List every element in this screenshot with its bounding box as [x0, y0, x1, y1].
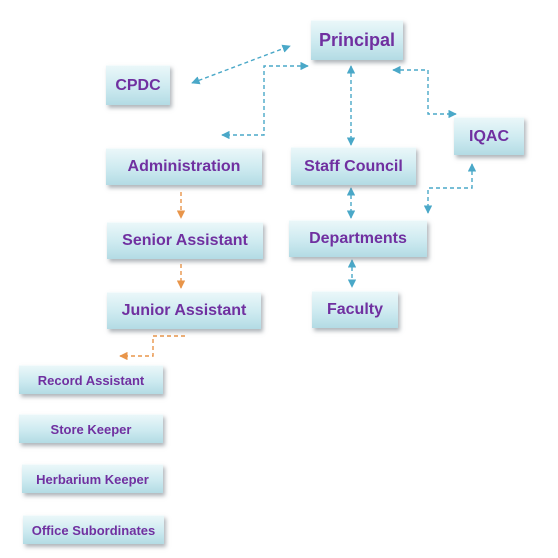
herbarium-keeper-box[interactable]: Herbarium Keeper: [22, 464, 163, 493]
cpdc-principal-connector: [191, 44, 291, 85]
store-keeper-box[interactable]: Store Keeper: [19, 414, 163, 443]
senior-assistant-box[interactable]: Senior Assistant: [107, 222, 263, 259]
principal-box[interactable]: Principal: [311, 20, 403, 60]
principal-administration-connector: [221, 61, 309, 140]
faculty-box[interactable]: Faculty: [312, 291, 398, 328]
iqac-departments-connector: [423, 163, 477, 214]
junior-record-connector: [119, 335, 185, 361]
office-subordinates-box[interactable]: Office Subordinates: [23, 515, 164, 544]
record-assistant-box[interactable]: Record Assistant: [19, 365, 163, 394]
administration-box[interactable]: Administration: [106, 148, 262, 185]
principal-iqac-connector: [392, 65, 457, 119]
departments-box[interactable]: Departments: [289, 220, 427, 257]
junior-assistant-box[interactable]: Junior Assistant: [107, 292, 261, 329]
cpdc-box[interactable]: CPDC: [106, 65, 170, 105]
staff-council-box[interactable]: Staff Council: [291, 147, 416, 185]
iqac-box[interactable]: IQAC: [454, 117, 524, 155]
